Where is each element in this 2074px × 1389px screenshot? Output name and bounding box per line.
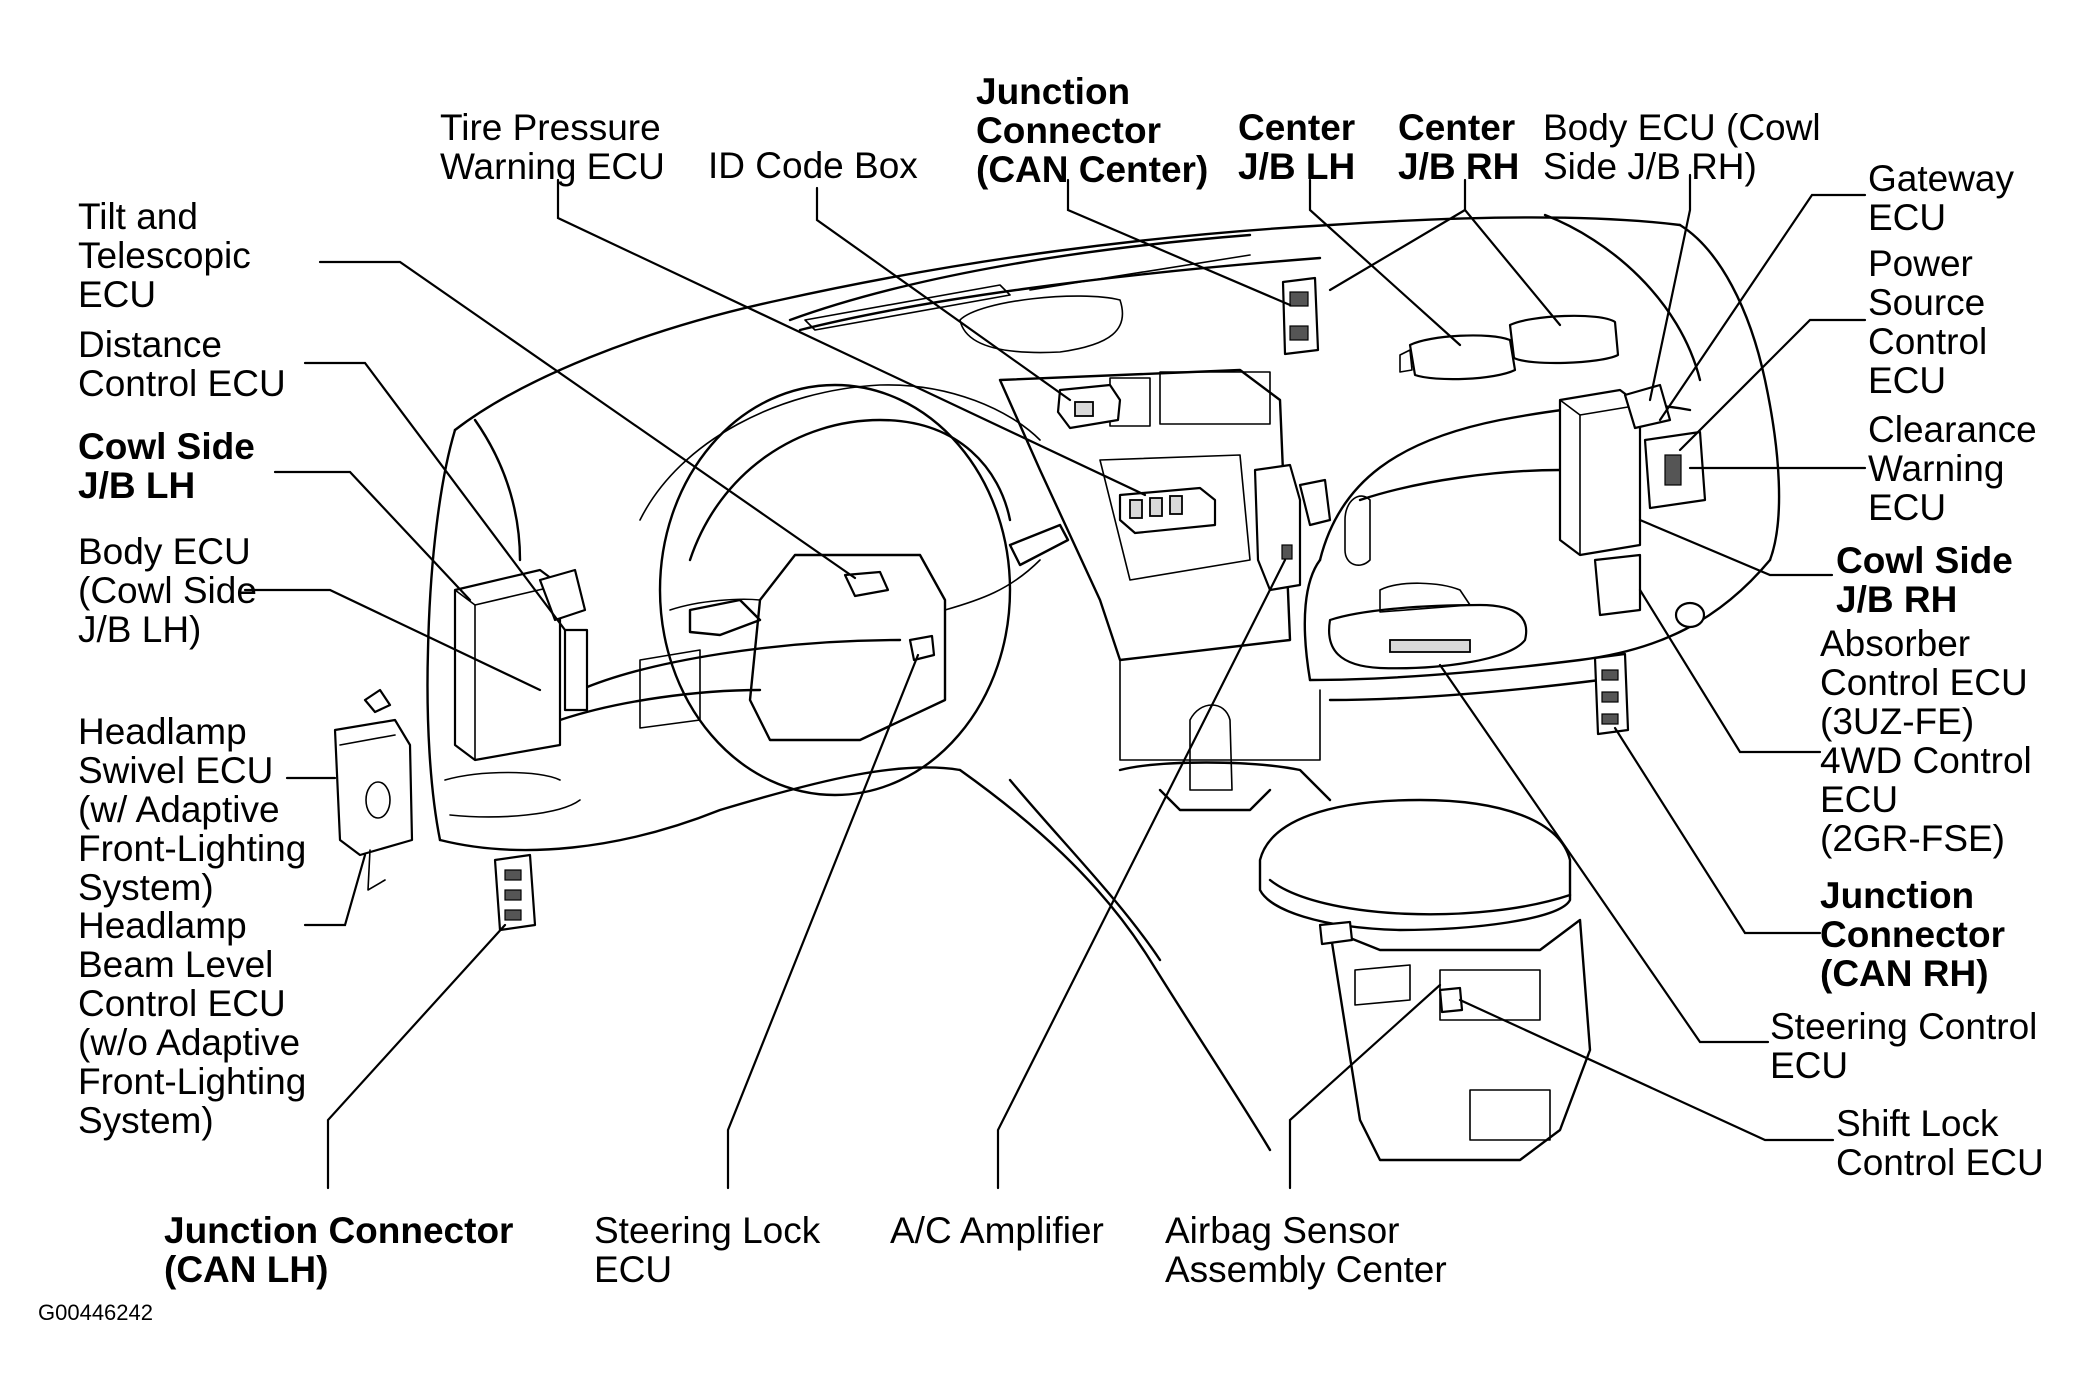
figure-id: G00446242: [38, 1300, 153, 1325]
label-body-ecu-cowl-side-jb-lh: Body ECU (Cowl Side J/B LH): [78, 531, 257, 650]
label-junction-connector-can-lh: Junction Connector (CAN LH): [164, 1210, 514, 1290]
label-clearance-warning-ecu: Clearance Warning ECU: [1868, 409, 2037, 528]
label-steering-lock-ecu: Steering Lock ECU: [594, 1210, 821, 1290]
label-distance-control-ecu: Distance Control ECU: [78, 324, 286, 404]
components: [333, 276, 1707, 1014]
label-id-code-box: ID Code Box: [708, 145, 918, 186]
label-gateway-ecu: Gateway ECU: [1868, 158, 2015, 238]
label-body-ecu-cowl-side-jb-rh: Body ECU (Cowl Side J/B RH): [1543, 107, 1821, 187]
label-cowl-side-jb-lh: Cowl Side J/B LH: [78, 426, 255, 506]
label-center-jb-lh: Center J/B LH: [1238, 107, 1356, 187]
label-center-jb-rh: Center J/B RH: [1398, 107, 1520, 187]
label-junction-connector-can-center: Junction Connector (CAN Center): [976, 71, 1209, 190]
leader-lines: [243, 173, 1867, 1190]
label-shift-lock-control-ecu: Shift Lock Control ECU: [1836, 1103, 2044, 1183]
label-headlamp-beam-level-control-ecu: Headlamp Beam Level Control ECU (w/o Ada…: [78, 905, 307, 1141]
label-absorber-4wd-control-ecu: Absorber Control ECU (3UZ-FE) 4WD Contro…: [1820, 623, 2032, 859]
label-airbag-sensor-assembly-center: Airbag Sensor Assembly Center: [1165, 1210, 1447, 1290]
label-tilt-telescopic-ecu: Tilt and Telescopic ECU: [78, 196, 251, 315]
label-cowl-side-jb-rh: Cowl Side J/B RH: [1836, 540, 2013, 620]
label-tire-pressure-warning-ecu: Tire Pressure Warning ECU: [440, 107, 665, 187]
label-power-source-control-ecu: Power Source Control ECU: [1868, 243, 1988, 401]
label-junction-connector-can-rh: Junction Connector (CAN RH): [1820, 875, 2005, 994]
label-ac-amplifier: A/C Amplifier: [890, 1210, 1104, 1251]
label-steering-control-ecu: Steering Control ECU: [1770, 1006, 2038, 1086]
label-headlamp-swivel-ecu: Headlamp Swivel ECU (w/ Adaptive Front-L…: [78, 711, 307, 908]
